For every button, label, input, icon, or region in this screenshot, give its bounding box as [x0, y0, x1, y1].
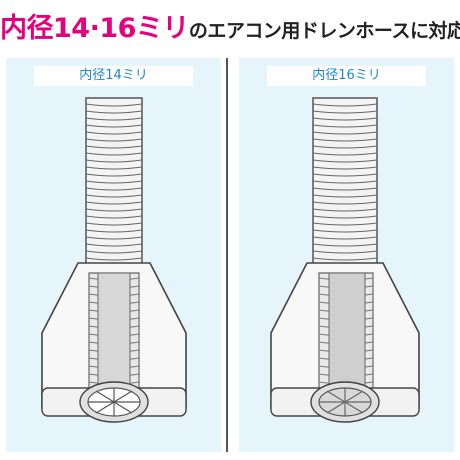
hose-ridge — [312, 166, 378, 170]
hose-ridge — [312, 159, 378, 163]
hose-ridge — [312, 187, 378, 191]
hose-ridge — [85, 173, 143, 177]
hose-ridge — [85, 215, 143, 219]
hose-ridge — [312, 131, 378, 135]
hose-ridge — [312, 124, 378, 128]
hose-ridge — [312, 208, 378, 212]
hose-ridge — [85, 124, 143, 128]
hose-ridge — [312, 194, 378, 198]
panel-16mm: 内径16ミリ — [239, 58, 454, 452]
hose-ridge — [312, 180, 378, 184]
hose-ridge — [85, 145, 143, 149]
hose-ridge — [85, 229, 143, 233]
headline-highlight: 内径14·16ミリ — [0, 13, 189, 44]
hose-ridge — [85, 103, 143, 107]
hose-ridge — [85, 117, 143, 121]
hose-ridge — [85, 201, 143, 205]
hose-ridge — [312, 215, 378, 219]
hose-ridge — [85, 194, 143, 198]
hose-ridge — [312, 229, 378, 233]
hose-ridge — [312, 201, 378, 205]
hose-connector-14mm-drawing — [41, 97, 187, 423]
hose-ridge — [312, 257, 378, 261]
panel-divider — [226, 58, 228, 452]
hose-ridge — [312, 103, 378, 107]
hose-ridges — [85, 103, 143, 261]
end-cap-spokes — [88, 388, 140, 416]
hose-ridge — [85, 250, 143, 254]
panel-label-14mm: 内径14ミリ — [34, 66, 193, 86]
headline: 内径14·16ミリのエアコン用ドレンホースに対応 — [0, 6, 460, 45]
hose-ridge — [312, 173, 378, 177]
hose-ridge — [312, 243, 378, 247]
hose-ridge — [85, 236, 143, 240]
hose-inside — [328, 272, 366, 399]
hose-ridge — [85, 187, 143, 191]
hose-ridge — [85, 152, 143, 156]
hose-ridge — [85, 166, 143, 170]
headline-rest: のエアコン用ドレンホースに対応 — [188, 20, 460, 42]
hose-ridge — [85, 257, 143, 261]
hose-ridge — [312, 110, 378, 114]
hose-ridge — [312, 145, 378, 149]
panel-14mm: 内径14ミリ — [6, 58, 221, 452]
hose-ridge — [85, 243, 143, 247]
hose-inside — [97, 272, 131, 399]
end-cap-spokes — [319, 388, 371, 416]
hose-ridge — [85, 222, 143, 226]
hose-ridge — [312, 117, 378, 121]
hose-ridge — [85, 159, 143, 163]
hose-ridge — [312, 152, 378, 156]
hose-ridge — [312, 138, 378, 142]
hose-ridge — [312, 236, 378, 240]
hose-ridge — [85, 138, 143, 142]
hose-connector-16mm-drawing — [270, 97, 420, 423]
hose-ridge — [85, 110, 143, 114]
hose-ridges — [312, 103, 378, 261]
hose-ridge — [85, 131, 143, 135]
hose-ridge — [85, 180, 143, 184]
panel-label-16mm: 内径16ミリ — [267, 66, 426, 86]
hose-ridge — [312, 222, 378, 226]
hose-ridge — [85, 208, 143, 212]
hose-ridge — [312, 250, 378, 254]
